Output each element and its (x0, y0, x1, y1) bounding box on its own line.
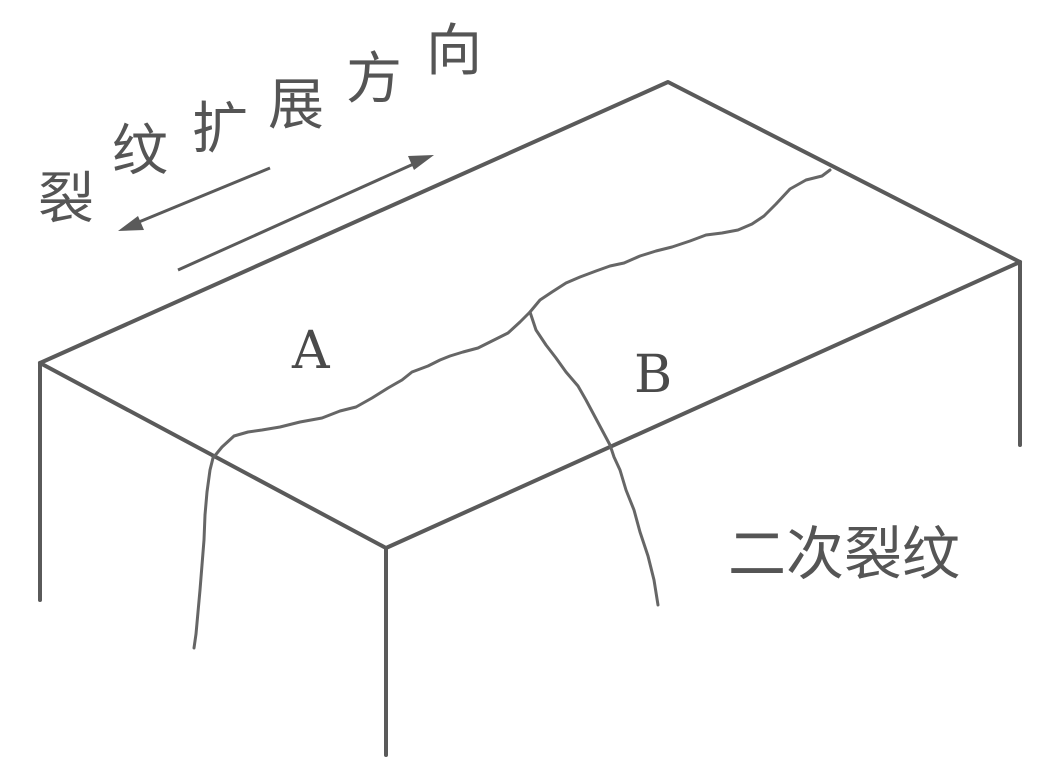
top-face-back-edge (38, 80, 1022, 365)
secondary-crack-label: 二次裂纹 (728, 520, 960, 588)
arrow-forward-line (177, 160, 419, 272)
block-outline (38, 80, 1022, 757)
region-b-label: B (634, 345, 672, 405)
region-a-label: A (291, 321, 331, 381)
arrow-backward-head (118, 216, 144, 231)
title-char-6: 向 (426, 19, 482, 84)
title-char-3: 扩 (192, 97, 248, 162)
title-char-2: 纹 (112, 119, 168, 184)
arrow-backward-line (133, 166, 271, 226)
secondary-crack-line (528, 310, 660, 607)
title-char-1: 裂 (38, 167, 94, 232)
top-face-front-edge (38, 260, 1022, 550)
title-char-5: 方 (346, 47, 402, 112)
title-char-4: 展 (268, 73, 324, 138)
propagation-direction-title: 裂 纹 扩 展 方 向 (38, 19, 482, 232)
main-crack (211, 168, 832, 460)
left-face-crack (192, 456, 215, 650)
arrow-forward-head (408, 155, 434, 170)
propagation-direction-arrows (118, 155, 434, 272)
